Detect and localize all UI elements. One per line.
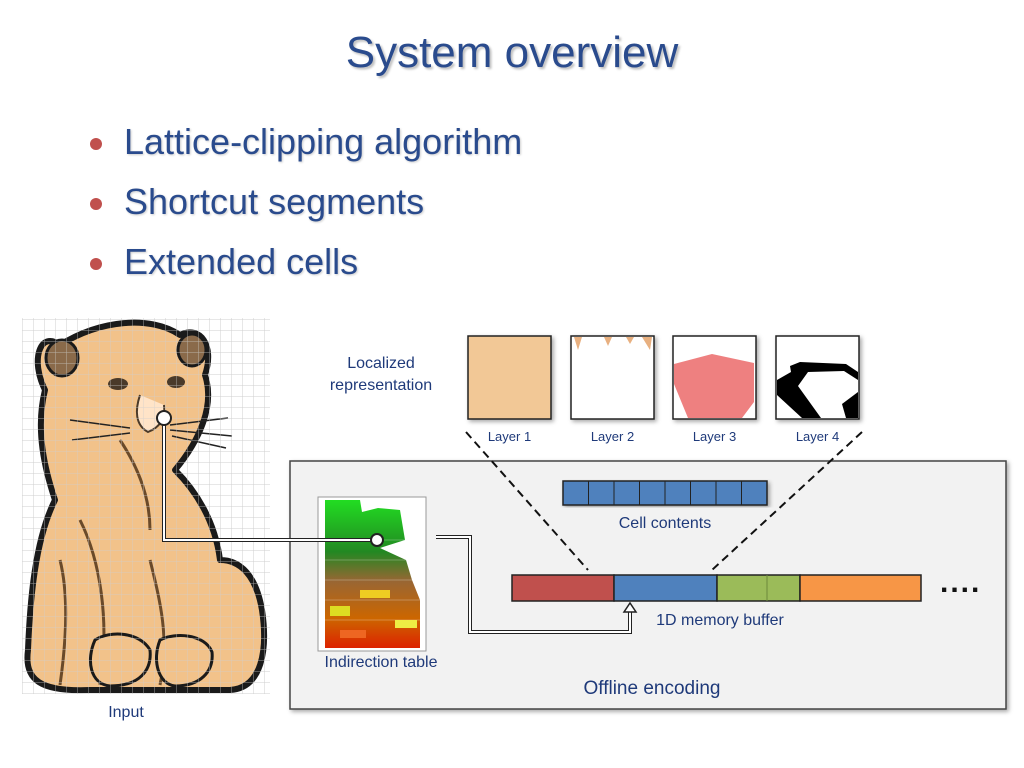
localized-label-line2: representation: [329, 377, 433, 394]
layer-2-label: Layer 2: [590, 429, 635, 444]
indirection-table-label: Indirection table: [324, 654, 438, 671]
bullet-dot-icon: [90, 138, 102, 150]
memory-buffer-bar: [511, 574, 922, 602]
bullet-list: Lattice-clipping algorithm Shortcut segm…: [88, 118, 522, 298]
input-label: Input: [108, 704, 144, 721]
bullet-text: Extended cells: [124, 241, 359, 282]
bullet-item: Shortcut segments: [88, 178, 522, 238]
bullet-text: Shortcut segments: [124, 181, 425, 222]
layer-1-label: Layer 1: [487, 429, 532, 444]
layer-3-label: Layer 3: [692, 429, 737, 444]
nose-to-table-connector: [156, 410, 384, 547]
bullet-dot-icon: [90, 258, 102, 270]
continuation-dots: ....: [940, 566, 982, 599]
bullet-text: Lattice-clipping algorithm: [124, 121, 523, 162]
memory-buffer-label: 1D memory buffer: [656, 612, 784, 629]
layer-3-square: [672, 335, 757, 420]
bullet-dot-icon: [90, 198, 102, 210]
cell-contents-label: Cell contents: [618, 515, 712, 532]
slide-title: System overview: [345, 28, 679, 77]
bullet-item: Extended cells: [88, 238, 522, 298]
offline-encoding-label: Offline encoding: [583, 678, 721, 699]
lion-cub-image: [22, 318, 270, 694]
indirection-table-image: [317, 496, 427, 652]
layer-4-label: Layer 4: [795, 429, 840, 444]
bullet-item: Lattice-clipping algorithm: [88, 118, 522, 178]
table-to-buffer-arrow: [436, 535, 638, 634]
layer-4-square: [775, 335, 860, 420]
cell-contents-bar: [562, 480, 768, 506]
layer-2-square: [570, 335, 655, 420]
localized-representation-label: Localized representation: [316, 353, 446, 397]
localized-label-line1: Localized: [347, 355, 415, 372]
layer-1-square: [467, 335, 552, 420]
